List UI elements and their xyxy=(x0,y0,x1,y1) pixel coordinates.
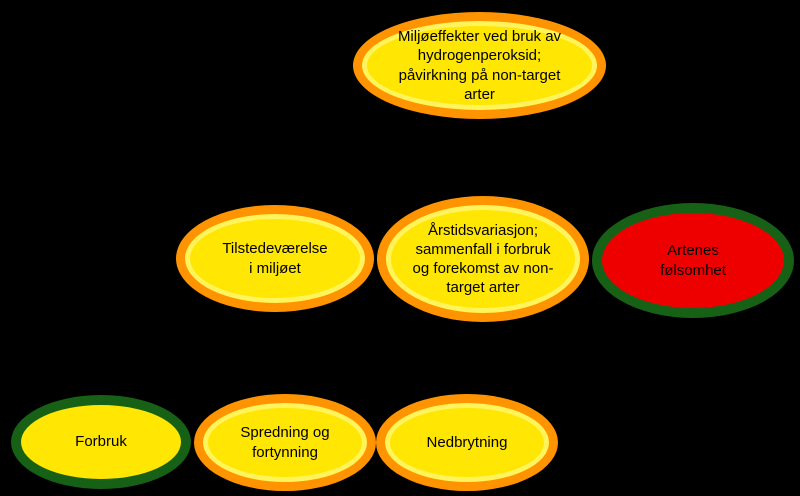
node-nedbrytning: Nedbrytning xyxy=(376,394,558,491)
node-forbruk: Forbruk xyxy=(11,395,191,489)
node-miljoeffekter: Miljøeffekter ved bruk av hydrogenperoks… xyxy=(353,12,606,119)
node-label: Spredning og fortynning xyxy=(240,424,330,461)
node-label: Tilstedeværelse i miljøet xyxy=(222,240,328,277)
node-label: Nedbrytning xyxy=(426,433,508,451)
node-label: Artenes følsomhet xyxy=(660,242,726,279)
node-label: Miljøeffekter ved bruk av hydrogenperoks… xyxy=(397,28,562,103)
node-label: Årstidsvariasjon; sammenfall i forbruk o… xyxy=(412,221,554,297)
node-spredning-og-fortynning: Spredning og fortynning xyxy=(194,394,376,491)
node-arstidsvariasjon: Årstidsvariasjon; sammenfall i forbruk o… xyxy=(377,196,589,322)
node-label: Forbruk xyxy=(75,433,127,451)
node-tilstedevaerelse-i-miljoet: Tilstedeværelse i miljøet xyxy=(176,205,374,312)
node-artenes-folsomhet: Artenes følsomhet xyxy=(592,203,794,318)
